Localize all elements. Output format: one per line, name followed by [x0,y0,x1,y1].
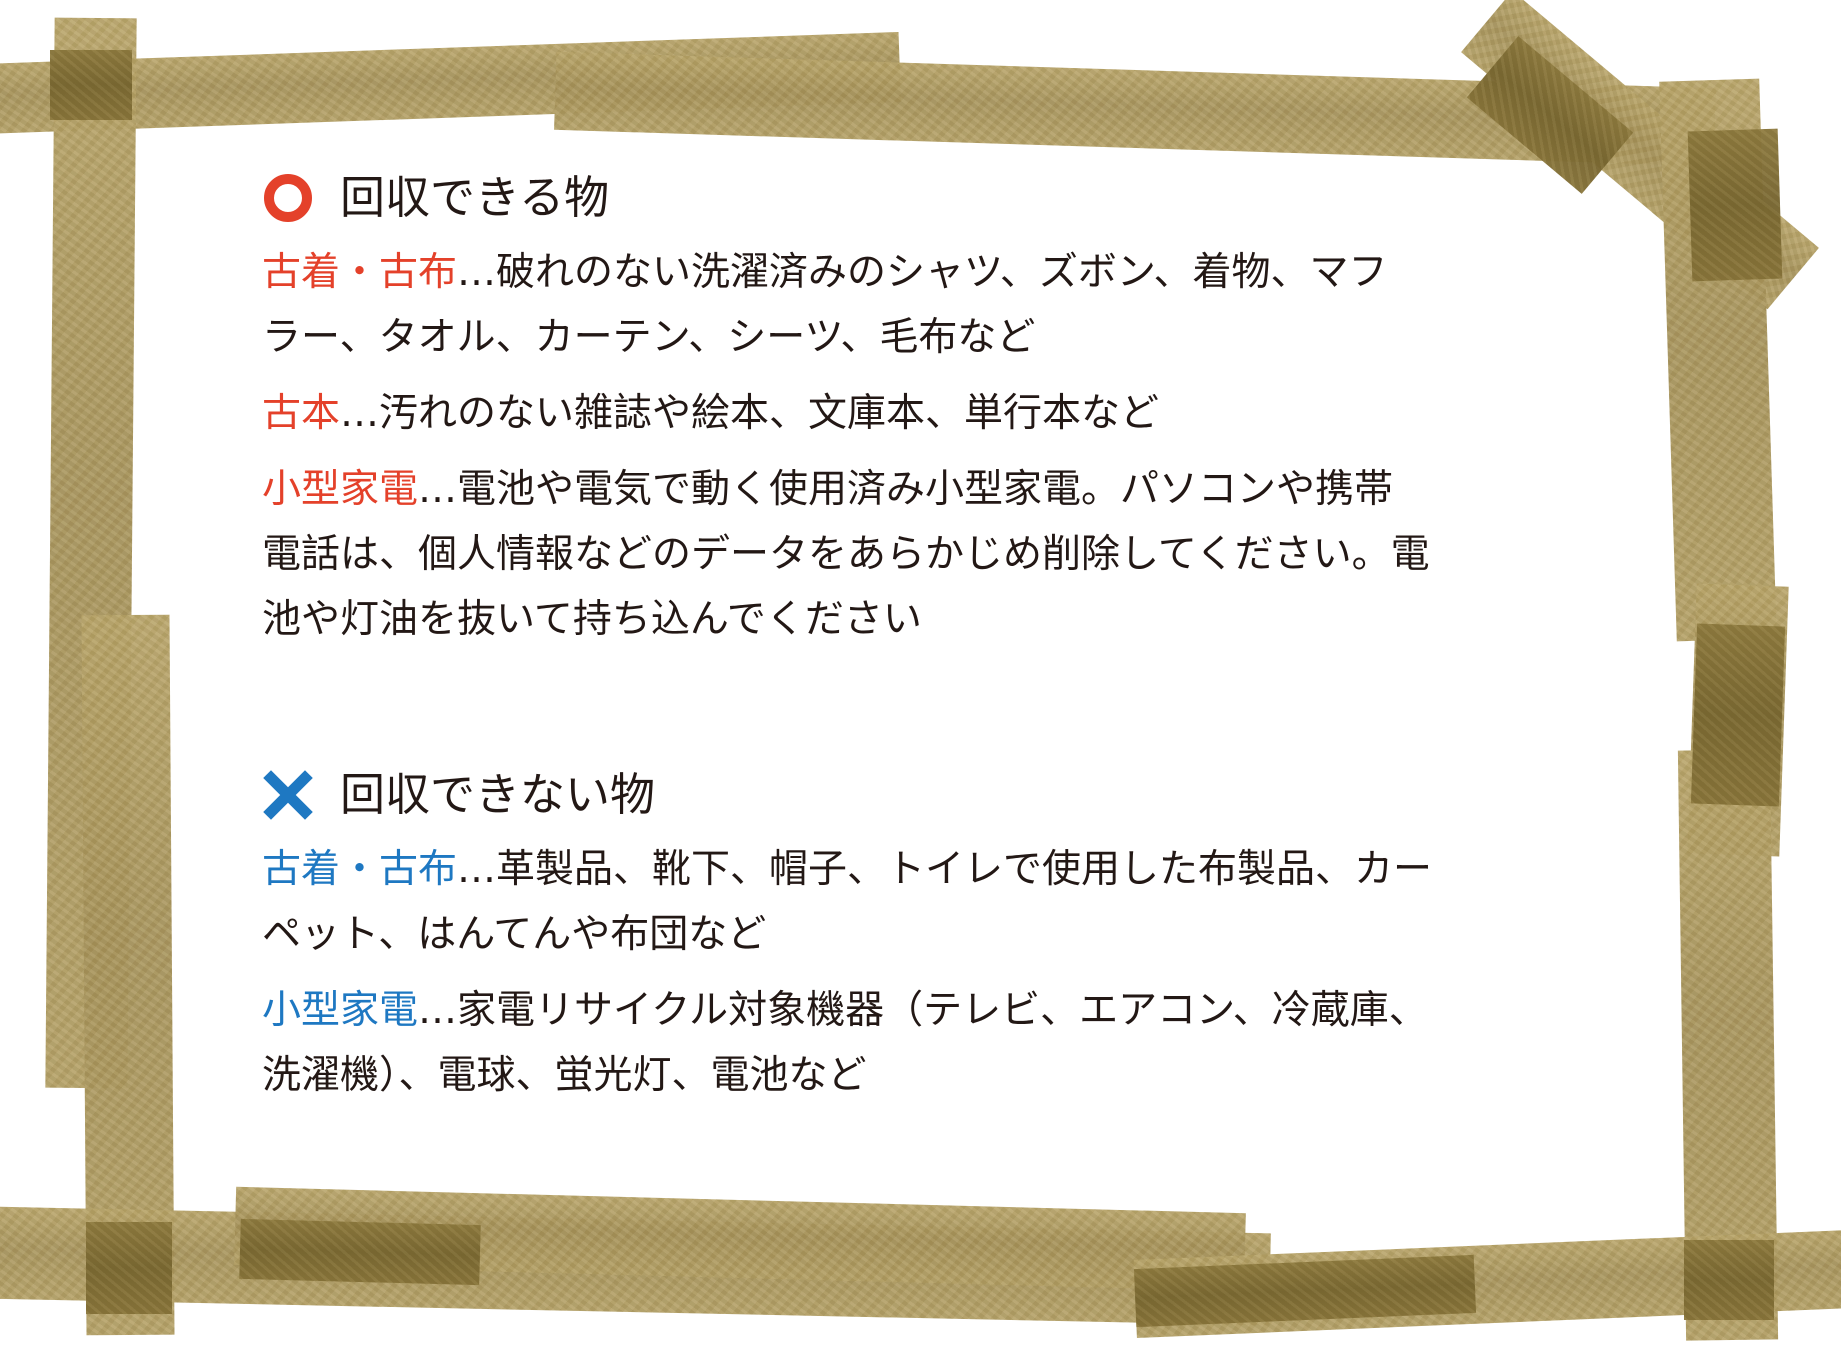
accept-item-books-line-1: 古本…汚れのない雑誌や絵本、文庫本、単行本など [262,381,1592,446]
reject-item-clothes-text-2: ペット、はんてんや布団など [262,912,767,957]
reject-heading-text: 回収できない物 [340,768,656,821]
accept-item-books-sep: … [340,391,380,436]
accept-item-appliances-sep: … [418,467,458,512]
accept-item-clothes-line-1: 古着・古布…破れのない洗濯済みのシャツ、ズボン、着物、マフ [262,240,1592,305]
tape-overlap-bottom-corner [1684,1240,1774,1320]
accept-item-appliances: 小型家電…電池や電気で動く使用済み小型家電。パソコンや携帯 電話は、個人情報など… [262,457,1592,652]
tape-overlap-right-mid [1690,623,1786,807]
tape-overlap-right [1687,128,1783,282]
accept-heading-text: 回収できる物 [340,171,610,224]
reject-item-clothes: 古着・古布…革製品、靴下、帽子、トイレで使用した布製品、カー ペット、はんてんや… [262,837,1592,967]
reject-item-clothes-sep: … [457,847,497,892]
reject-item-appliances-sep: … [418,988,458,1033]
reject-item-appliances-text-1: 家電リサイクル対象機器（テレビ、エアコン、冷蔵庫、 [457,988,1428,1033]
accept-item-clothes-text-2: ラー、タオル、カーテン、シーツ、毛布など [262,315,1036,360]
reject-item-appliances: 小型家電…家電リサイクル対象機器（テレビ、エアコン、冷蔵庫、 洗濯機）、電球、蛍… [262,978,1592,1108]
section-gap [262,663,1592,765]
reject-item-clothes-term: 古着・古布 [262,847,458,892]
circle-icon [264,174,312,222]
accept-item-appliances-term: 小型家電 [262,467,419,512]
reject-item-appliances-text-2: 洗濯機）、電球、蛍光灯、電池など [262,1053,867,1098]
accept-heading: 回収できる物 [262,168,1592,228]
accept-item-clothes-text-1: 破れのない洗濯済みのシャツ、ズボン、着物、マフ [496,250,1388,295]
content: 回収できる物 古着・古布…破れのない洗濯済みのシャツ、ズボン、着物、マフ ラー、… [262,168,1592,1119]
accept-item-clothes-sep: … [457,250,497,295]
accept-item-books-text-1: 汚れのない雑誌や絵本、文庫本、単行本など [379,391,1160,436]
accept-section: 回収できる物 古着・古布…破れのない洗濯済みのシャツ、ズボン、着物、マフ ラー、… [262,168,1592,652]
accept-item-books-term: 古本 [262,391,341,436]
accept-item-appliances-text-1: 電池や電気で動く使用済み小型家電。パソコンや携帯 [457,467,1394,512]
tape-overlap-bottom-left [86,1222,172,1314]
reject-heading: 回収できない物 [262,765,1592,825]
accept-item-books: 古本…汚れのない雑誌や絵本、文庫本、単行本など [262,381,1592,446]
tape-overlap-top-left [50,50,132,120]
reject-item-appliances-term: 小型家電 [262,988,419,1033]
reject-item-clothes-text-1: 革製品、靴下、帽子、トイレで使用した布製品、カー [496,847,1433,892]
accept-item-appliances-text-3: 池や灯油を抜いて持ち込んでください [262,597,922,642]
cross-icon [263,770,313,820]
accept-item-clothes: 古着・古布…破れのない洗濯済みのシャツ、ズボン、着物、マフ ラー、タオル、カーテ… [262,240,1592,370]
reject-section: 回収できない物 古着・古布…革製品、靴下、帽子、トイレで使用した布製品、カー ペ… [262,765,1592,1108]
accept-item-appliances-text-2: 電話は、個人情報などのデータをあらかじめ削除してください。電 [262,532,1430,577]
accept-item-clothes-term: 古着・古布 [262,250,458,295]
reject-item-clothes-line-1: 古着・古布…革製品、靴下、帽子、トイレで使用した布製品、カー [262,837,1592,902]
accept-item-appliances-line-1: 小型家電…電池や電気で動く使用済み小型家電。パソコンや携帯 [262,457,1592,522]
reject-item-appliances-line-1: 小型家電…家電リサイクル対象機器（テレビ、エアコン、冷蔵庫、 [262,978,1592,1043]
tape-overlap-bottom-mid [239,1218,481,1286]
